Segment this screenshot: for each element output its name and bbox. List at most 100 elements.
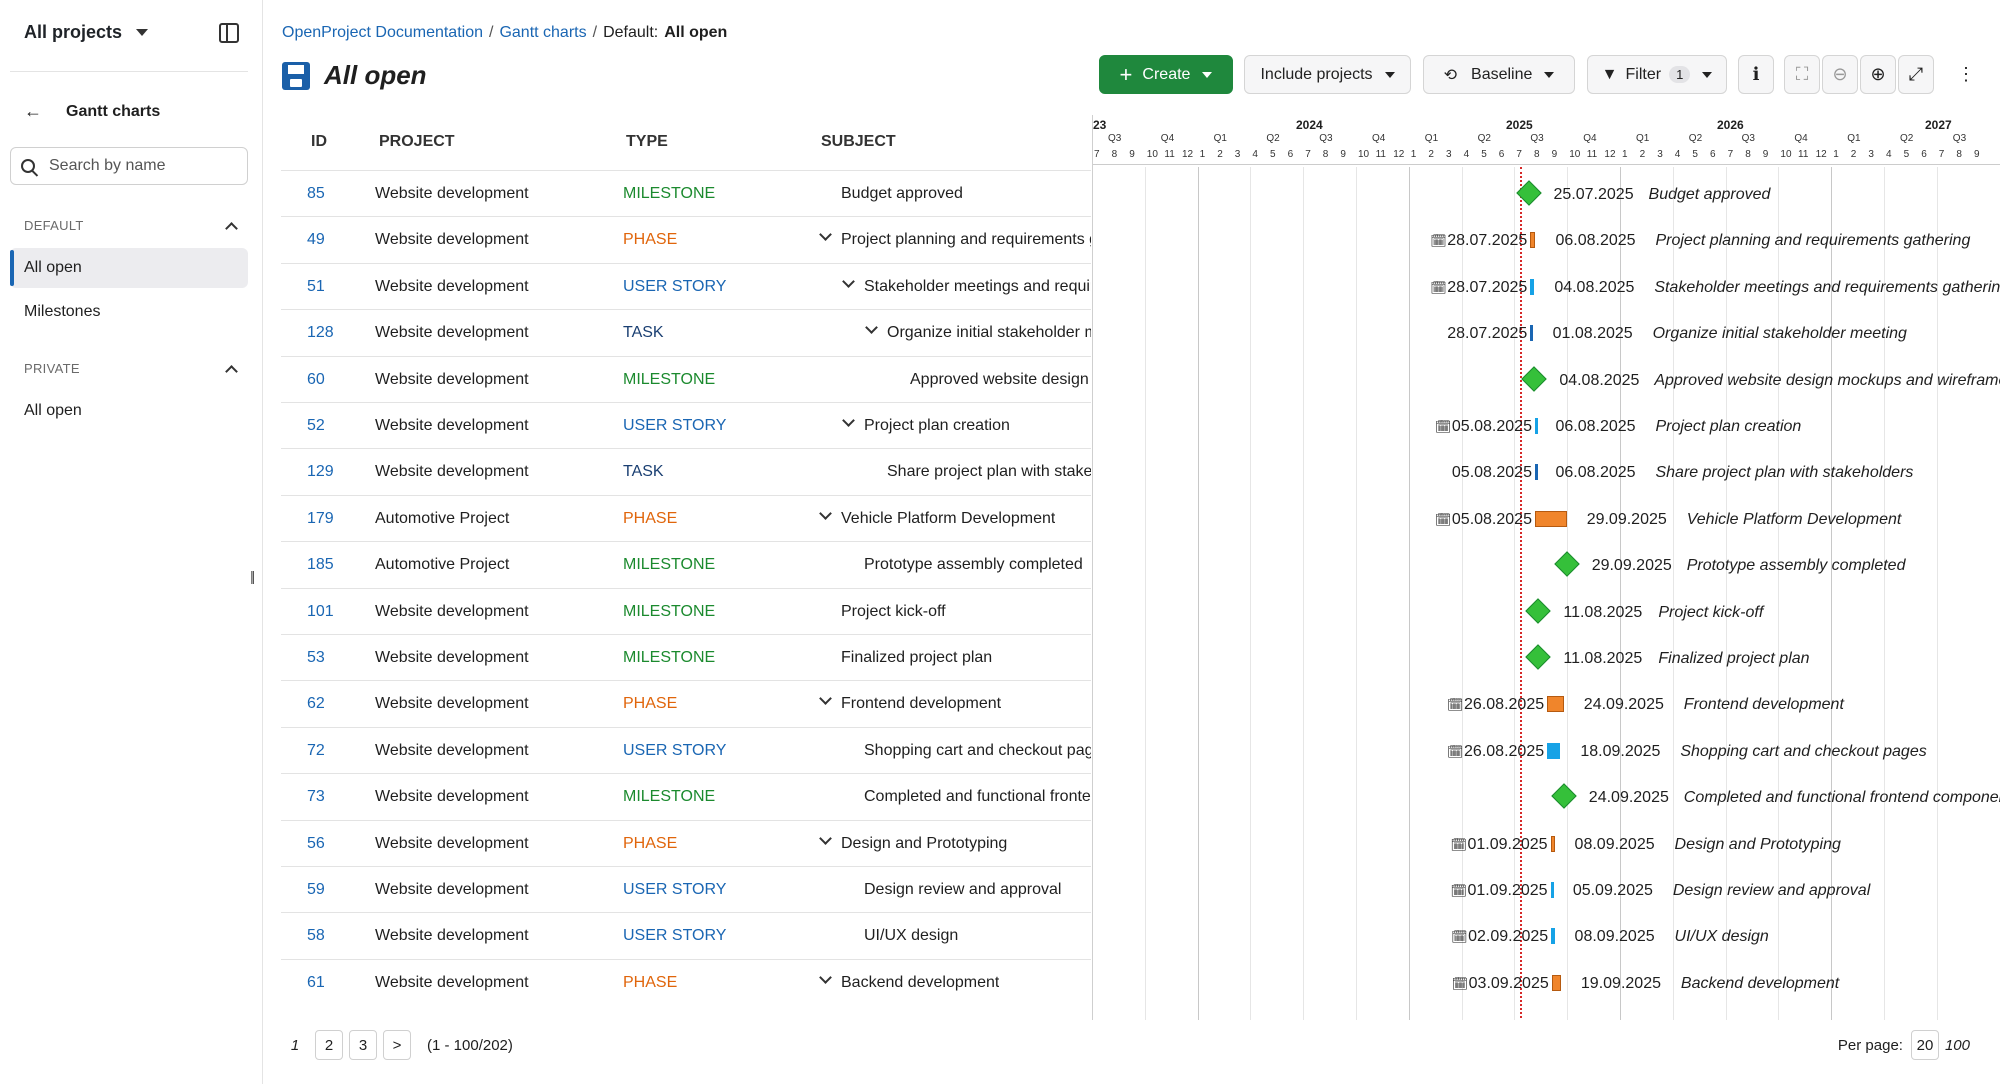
per-page-100[interactable]: 100	[1944, 1036, 1970, 1054]
milestone-diamond[interactable]	[1553, 551, 1580, 577]
subject-cell[interactable]: Completed and functional frontend compon…	[864, 788, 1091, 806]
chevron-down-icon[interactable]	[819, 970, 832, 984]
subject-cell[interactable]: Project planning and requirements gather…	[841, 231, 1091, 249]
work-package-id[interactable]: 60	[307, 370, 325, 388]
subject-cell[interactable]: UI/UX design	[864, 927, 959, 945]
work-package-id[interactable]: 179	[307, 509, 334, 527]
subject-cell[interactable]: Finalized project plan	[841, 649, 993, 666]
work-package-id[interactable]: 52	[307, 417, 325, 434]
gantt-bar[interactable]	[1551, 928, 1555, 945]
work-package-id[interactable]: 53	[307, 649, 325, 666]
column-header-type[interactable]: TYPE	[626, 133, 668, 150]
subject-cell[interactable]: Project plan creation	[864, 417, 1010, 434]
more-menu-icon[interactable]: ⋮	[1957, 64, 1975, 84]
subject-cell[interactable]: Budget approved	[841, 185, 963, 202]
gantt-bar[interactable]	[1547, 696, 1564, 713]
gantt-bar[interactable]	[1547, 742, 1561, 759]
zoom-in-icon[interactable]: ⊕	[1860, 55, 1896, 94]
page-2[interactable]: 2	[315, 1030, 343, 1060]
breadcrumb-link[interactable]: Gantt charts	[499, 24, 587, 41]
work-package-id[interactable]: 59	[307, 881, 325, 898]
work-package-id[interactable]: 129	[307, 463, 334, 481]
sidebar-toggle-icon[interactable]	[219, 23, 239, 43]
save-icon[interactable]	[282, 61, 310, 90]
work-package-id[interactable]: 56	[307, 834, 325, 852]
milestone-diamond[interactable]	[1515, 180, 1542, 206]
gantt-bar[interactable]	[1550, 882, 1554, 898]
section-default-header[interactable]: DEFAULT	[24, 218, 238, 235]
column-header-id[interactable]: ID	[311, 133, 327, 150]
subject-cell[interactable]: Design and Prototyping	[841, 834, 1008, 852]
work-package-id[interactable]: 85	[307, 185, 325, 202]
filter-button[interactable]: ▼ Filter 1	[1587, 55, 1727, 94]
milestone-diamond[interactable]	[1551, 783, 1577, 809]
page-3[interactable]: 3	[349, 1030, 377, 1060]
fullscreen-icon[interactable]: ⤢	[1898, 55, 1934, 94]
work-package-id[interactable]: 61	[307, 973, 325, 991]
create-button[interactable]: + Create	[1099, 55, 1233, 94]
breadcrumb-link[interactable]: OpenProject Documentation	[282, 24, 483, 41]
zoom-out-icon[interactable]: ⊖	[1822, 55, 1858, 94]
page-1[interactable]: 1	[281, 1030, 309, 1060]
gantt-bar[interactable]	[1550, 835, 1555, 852]
subject-cell[interactable]: Frontend development	[841, 695, 1002, 713]
gantt-bar[interactable]	[1534, 418, 1538, 434]
back-to-gantt-charts[interactable]: ← Gantt charts	[24, 101, 160, 122]
chevron-down-icon[interactable]	[819, 506, 832, 520]
sidebar-item-milestones[interactable]: Milestones	[10, 292, 248, 332]
subject-cell[interactable]: Project kick-off	[841, 602, 946, 620]
work-package-id[interactable]: 72	[307, 741, 325, 759]
column-header-project[interactable]: PROJECT	[379, 133, 455, 150]
project-selector[interactable]: All projects	[24, 22, 149, 43]
subject-cell[interactable]: Approved website design mockups and wire…	[910, 370, 1091, 388]
sidebar-item-all-open[interactable]: All open	[10, 248, 248, 288]
work-package-id[interactable]: 73	[307, 788, 325, 806]
chevron-down-icon[interactable]	[865, 321, 878, 335]
gantt-bar[interactable]	[1551, 974, 1561, 991]
chevron-down-icon[interactable]	[842, 414, 855, 427]
milestone-diamond[interactable]	[1525, 597, 1552, 624]
milestone-diamond[interactable]	[1521, 365, 1548, 392]
subject-cell[interactable]: Organize initial stakeholder meeting	[887, 324, 1091, 342]
work-package-id[interactable]: 49	[307, 231, 325, 249]
subject-cell[interactable]: Share project plan with stakeholders	[887, 463, 1091, 481]
info-icon[interactable]: ℹ	[1738, 55, 1774, 94]
work-package-id[interactable]: 128	[307, 324, 334, 342]
next-page-button[interactable]: >	[383, 1030, 411, 1060]
chevron-down-icon[interactable]	[819, 831, 832, 845]
chevron-down-icon[interactable]	[842, 274, 855, 288]
work-package-id[interactable]: 101	[307, 602, 334, 620]
baseline-button[interactable]: ⟲ Baseline	[1423, 55, 1575, 94]
subject-cell[interactable]: Backend development	[841, 973, 1000, 991]
gantt-bar[interactable]	[1530, 325, 1534, 342]
sidebar-item-private-all-open[interactable]: All open	[10, 391, 248, 431]
work-package-id[interactable]: 51	[307, 277, 325, 295]
gantt-bar[interactable]	[1534, 510, 1567, 527]
include-projects-button[interactable]: Include projects	[1244, 55, 1411, 94]
